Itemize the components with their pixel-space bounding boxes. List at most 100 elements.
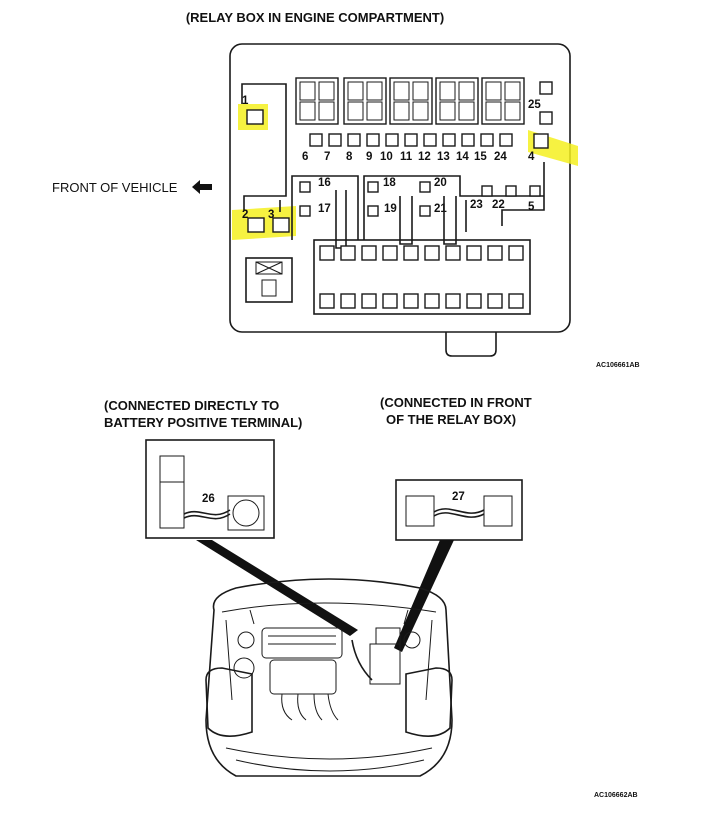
- label-24: 24: [494, 151, 507, 163]
- small-fuse: [423, 133, 437, 147]
- label-27: 27: [452, 491, 465, 503]
- small-relay-slot: [419, 181, 431, 193]
- relay-cell: [485, 101, 502, 121]
- label-2: 2: [242, 209, 248, 221]
- connector-bottom-slot: [340, 293, 356, 309]
- large-relay-4: [435, 77, 479, 125]
- relay-cell: [412, 101, 429, 121]
- relay-cell: [318, 81, 335, 101]
- small-relay-slot: [505, 185, 517, 197]
- small-relay-slot: [367, 181, 379, 193]
- label-7: 7: [324, 151, 330, 163]
- relay-cell: [458, 81, 475, 101]
- label-25: 25: [528, 99, 541, 111]
- label-12: 12: [418, 151, 431, 163]
- code-top: AC106661AB: [596, 362, 640, 369]
- fusible-link-26-terminal: [227, 495, 265, 531]
- pointer-27: [394, 540, 454, 652]
- relay-cell: [412, 81, 429, 101]
- label-17: 17: [318, 203, 331, 215]
- small-fuse: [328, 133, 342, 147]
- fuse-2: [247, 217, 265, 233]
- label-1: 1: [242, 95, 249, 107]
- harness-line-left: [241, 83, 287, 210]
- relay-cell: [485, 81, 502, 101]
- small-relay-slot: [299, 205, 311, 217]
- small-fuse: [499, 133, 513, 147]
- diagram-title: (RELAY BOX IN ENGINE COMPARTMENT): [186, 10, 444, 25]
- label-5: 5: [528, 201, 535, 213]
- connector-top-slot: [487, 245, 503, 261]
- small-fuse-row: [309, 133, 513, 147]
- connector-top-slot: [319, 245, 335, 261]
- label-22: 22: [492, 199, 505, 211]
- relay-cell: [504, 81, 521, 101]
- fusible-link-26-panel: [145, 439, 275, 539]
- label-11: 11: [400, 151, 413, 163]
- label-15: 15: [474, 151, 487, 163]
- relay-cell: [393, 101, 410, 121]
- relay-cell: [458, 101, 475, 121]
- large-relay-3: [389, 77, 433, 125]
- relay-cell: [439, 81, 456, 101]
- label-14: 14: [456, 151, 469, 163]
- large-relay-5: [481, 77, 525, 125]
- relay-cell: [347, 81, 364, 101]
- connector-top-slot: [445, 245, 461, 261]
- small-fuse-labels: 6 7 8 9 10 11 12 13 14 15 24: [302, 151, 507, 163]
- small-fuse: [347, 133, 361, 147]
- car-engine-bay-illustration: [205, 578, 453, 777]
- label-3: 3: [268, 209, 274, 221]
- fuse-25: [539, 81, 553, 95]
- connector-top-slot: [403, 245, 419, 261]
- connector-top-slot: [382, 245, 398, 261]
- connector-bottom-slot: [508, 293, 524, 309]
- relay-box-outline: [229, 43, 571, 333]
- fuse-4: [533, 133, 549, 149]
- large-relay-1: [295, 77, 339, 125]
- large-relay-2: [343, 77, 387, 125]
- label-16: 16: [318, 177, 331, 189]
- fuse-25b: [539, 111, 553, 125]
- relay-cell: [504, 101, 521, 121]
- relay-cell: [347, 101, 364, 121]
- fusible-link-26-ring: [232, 499, 260, 527]
- small-relay-boxes: [299, 181, 541, 217]
- connector-top-slot: [508, 245, 524, 261]
- relaybox-label-line2: OF THE RELAY BOX): [386, 412, 516, 427]
- connector-bottom-slot: [487, 293, 503, 309]
- small-relay-slot: [481, 185, 493, 197]
- connector-bottom-slot: [403, 293, 419, 309]
- label-21: 21: [434, 203, 447, 215]
- label-10: 10: [380, 151, 393, 163]
- battery-label-line1: (CONNECTED DIRECTLY TO: [104, 398, 279, 413]
- small-fuse: [366, 133, 380, 147]
- small-relay-slot: [419, 205, 431, 217]
- relay-cell: [366, 101, 383, 121]
- fuse-3: [272, 217, 290, 233]
- connector-bottom-slot: [466, 293, 482, 309]
- small-fuse: [461, 133, 475, 147]
- pointer-26: [196, 540, 358, 636]
- relay-cell: [439, 101, 456, 121]
- top-relay-row: [295, 77, 525, 125]
- small-fuse: [309, 133, 323, 147]
- relay-cell: [299, 81, 316, 101]
- label-8: 8: [346, 151, 353, 163]
- label-18: 18: [383, 177, 396, 189]
- connector-bottom-slot: [382, 293, 398, 309]
- label-9: 9: [366, 151, 372, 163]
- connector-bottom-slot: [424, 293, 440, 309]
- relay-box-tab: [445, 332, 497, 357]
- connector-bottom-slot: [319, 293, 335, 309]
- wire-27: [433, 508, 485, 514]
- label-6: 6: [302, 151, 308, 163]
- label-23: 23: [470, 199, 483, 211]
- small-relay-slot: [299, 181, 311, 193]
- connector-top-slot: [466, 245, 482, 261]
- fusible-link-27-right: [483, 495, 513, 527]
- fusible-link-26-block: [159, 455, 185, 529]
- small-fuse: [404, 133, 418, 147]
- fusible-link-27-panel: [395, 479, 523, 541]
